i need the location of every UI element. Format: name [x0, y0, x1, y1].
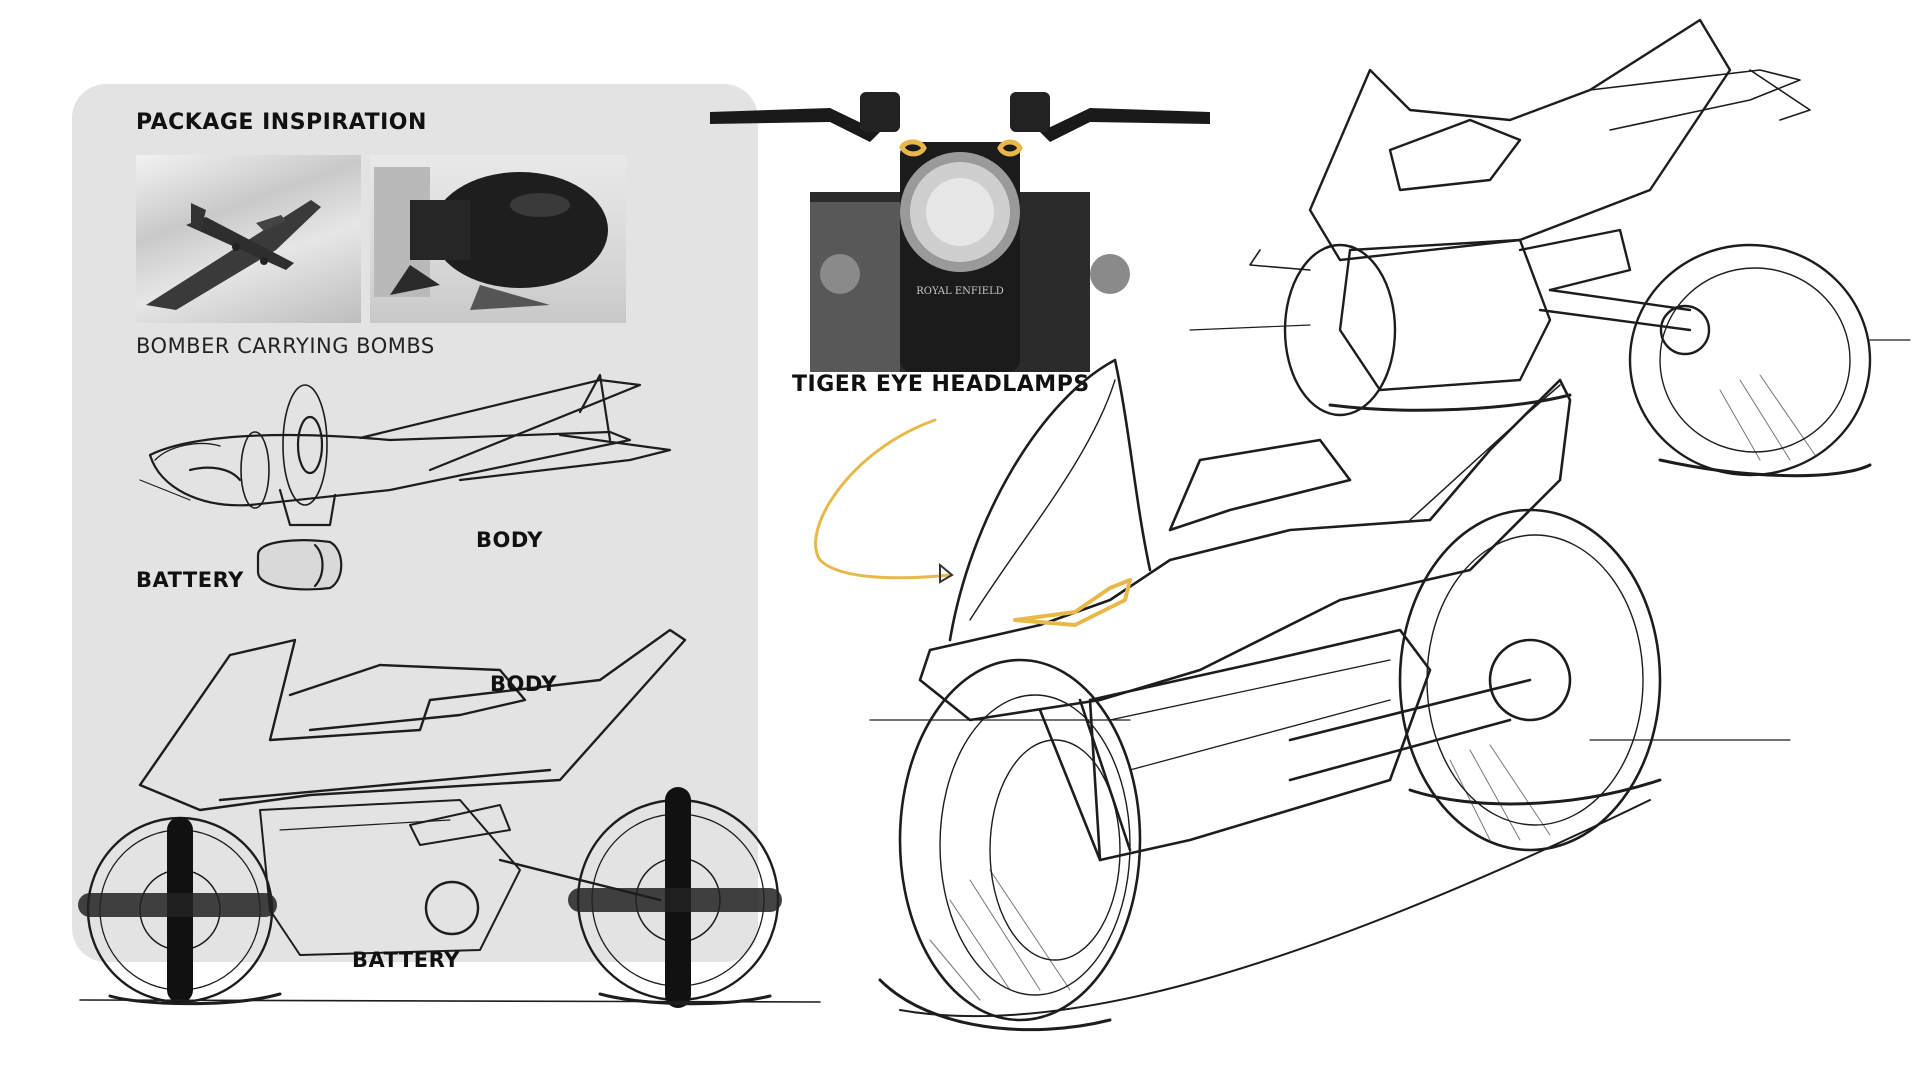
bomb-photo [370, 155, 626, 323]
plane-body-label: BODY [476, 528, 543, 552]
headlamp-photo: ROYAL ENFIELD [710, 92, 1210, 372]
headlamp-caption: TIGER EYE HEADLAMPS [792, 372, 1090, 397]
side-view-motorcycle-sketch [78, 628, 821, 1008]
bomber-photo [136, 155, 361, 323]
royal-enfield-badge: ROYAL ENFIELD [916, 286, 1004, 297]
plane-sketch [139, 373, 672, 591]
package-inspiration-title: PACKAGE INSPIRATION [136, 110, 427, 135]
bike-body-label: BODY [490, 672, 557, 696]
bike-battery-label: BATTERY [352, 948, 460, 972]
yellow-arrow [814, 418, 954, 584]
main-motorcycle-sketch [869, 358, 1791, 1032]
rear-view-motorcycle-sketch [1189, 18, 1911, 478]
plane-battery-label: BATTERY [136, 568, 244, 592]
bomber-caption: BOMBER CARRYING BOMBS [136, 334, 435, 358]
